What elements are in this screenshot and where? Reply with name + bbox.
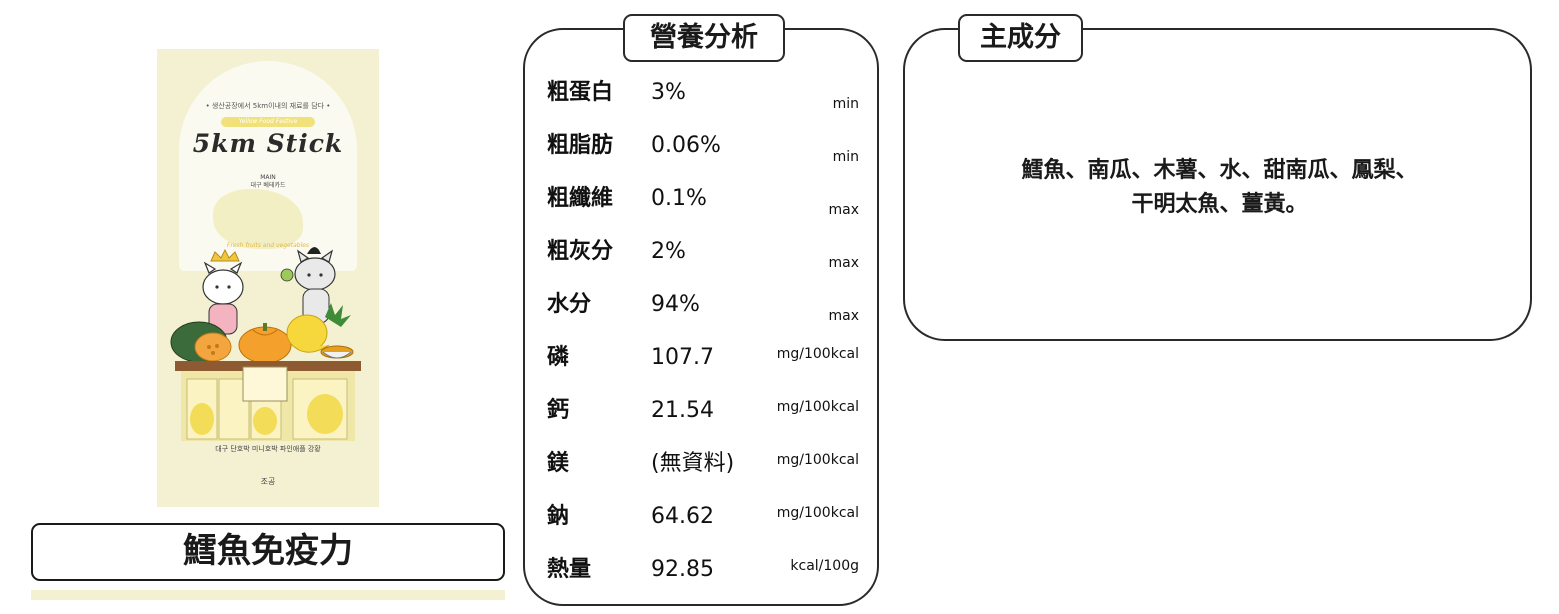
nutrition-row: 粗蛋白 3% min — [547, 80, 859, 133]
nutrient-unit: max — [828, 255, 859, 271]
shelf-top — [175, 361, 361, 371]
nutrient-unit: mg/100kcal — [776, 505, 859, 521]
nutrient-name: 鈉 — [547, 504, 570, 529]
package-brand: 조공 — [260, 477, 276, 486]
nutrient-name: 鈣 — [547, 398, 570, 423]
nutrition-row: 粗灰分 2% max — [547, 239, 859, 292]
ingredients-list: 鱈魚、南瓜、木薯、水、甜南瓜、鳳梨、 干明太魚、薑黃。 — [925, 154, 1514, 222]
ingredients-line-1: 鱈魚、南瓜、木薯、水、甜南瓜、鳳梨、 — [1021, 158, 1418, 183]
nutrient-value: 21.54 — [651, 398, 714, 423]
nutrient-name: 熱量 — [547, 557, 592, 582]
package-main-title: MAIN — [260, 174, 276, 181]
nutrient-unit: min — [832, 149, 859, 165]
nutrient-unit: min — [832, 96, 859, 112]
nutrient-value: 2% — [651, 239, 686, 264]
nutrition-row: 熱量 92.85 kcal/100g — [547, 557, 859, 610]
nutrient-name: 鎂 — [547, 451, 570, 476]
ingredients-title: 主成分 — [958, 14, 1083, 62]
nutrient-unit: mg/100kcal — [776, 399, 859, 415]
nutrient-name: 水分 — [547, 292, 592, 317]
nutrition-title: 營養分析 — [623, 14, 785, 62]
package-main-item: 대구 베테카드 — [250, 182, 286, 189]
nutrient-value: 107.7 — [651, 345, 714, 370]
nutrient-unit: kcal/100g — [790, 558, 859, 574]
nutrient-name: 粗脂肪 — [547, 133, 614, 158]
pineapple-icon — [286, 303, 351, 353]
nutrient-value: (無資料) — [651, 451, 735, 476]
nutrition-row: 鈣 21.54 mg/100kcal — [547, 398, 859, 451]
nutrient-unit: max — [828, 308, 859, 324]
nutrition-row: 鎂 (無資料) mg/100kcal — [547, 451, 859, 504]
stick-packs-icon — [186, 366, 348, 440]
package-illustration — [170, 247, 361, 441]
package-tagline: • 생산공장에서 5km이내의 재료를 담다 • — [205, 102, 331, 110]
nutrient-name: 粗纖維 — [547, 186, 614, 211]
ingredients-line-2: 干明太魚、薑黃。 — [1131, 192, 1308, 217]
ingredients-panel: 鱈魚、南瓜、木薯、水、甜南瓜、鳳梨、 干明太魚、薑黃。 — [903, 28, 1532, 341]
product-name-box: 鱈魚免疫力 — [31, 523, 505, 581]
bottom-strip — [31, 590, 505, 600]
nutrition-row: 水分 94% max — [547, 292, 859, 345]
nutrition-panel: 粗蛋白 3% min 粗脂肪 0.06% min 粗纖維 0.1% max 粗灰… — [523, 28, 879, 606]
nutrient-unit: mg/100kcal — [776, 452, 859, 468]
nutrient-unit: max — [828, 202, 859, 218]
package-subtitle: Fresh fruits and vegetables — [226, 242, 310, 249]
cat-left-icon — [202, 248, 244, 335]
package-main-label: MAIN 대구 베테카드 — [157, 174, 379, 190]
nutrition-row: 磷 107.7 mg/100kcal — [547, 345, 859, 398]
product-image: • 생산공장에서 5km이내의 재료를 담다 • Yellow Food Fes… — [157, 49, 379, 507]
package-logo: 5km Stick — [192, 129, 344, 158]
nutrient-value: 94% — [651, 292, 700, 317]
nutrition-row: 鈉 64.62 mg/100kcal — [547, 504, 859, 557]
package-ribbon: Yellow Food Festive — [221, 117, 315, 127]
cat-right-icon — [280, 247, 336, 324]
nutrient-value: 0.1% — [651, 186, 707, 211]
product-name: 鱈魚免疫力 — [183, 531, 353, 571]
nutrient-value: 64.62 — [651, 504, 714, 529]
nutrition-row: 粗纖維 0.1% max — [547, 186, 859, 239]
package-blob — [213, 189, 303, 249]
turmeric-bowl-icon — [320, 345, 354, 359]
nutrient-name: 粗灰分 — [547, 239, 614, 264]
package-footer-ingredients: 대구 단호박 미니호박 파인애플 강황 — [215, 445, 321, 453]
orange-pumpkin-icon — [238, 323, 292, 364]
nutrient-value: 3% — [651, 80, 686, 105]
nutrient-unit: mg/100kcal — [776, 346, 859, 362]
nutrient-value: 92.85 — [651, 557, 714, 582]
nutrient-name: 磷 — [547, 345, 570, 370]
nutrition-row: 粗脂肪 0.06% min — [547, 133, 859, 186]
nutrient-name: 粗蛋白 — [547, 80, 614, 105]
nutrient-value: 0.06% — [651, 133, 721, 158]
